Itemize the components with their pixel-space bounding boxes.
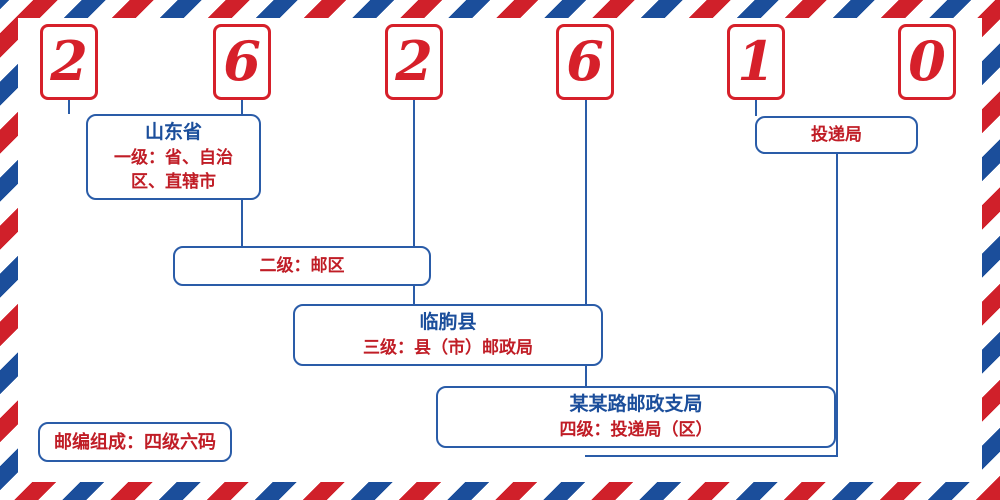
- annotation-level2-sub: 二级：邮区: [259, 256, 345, 275]
- postcode-diagram: 2 6 2 6 1 0: [18, 18, 982, 482]
- connector-digit5: [755, 100, 757, 116]
- postcode-digit-1-value: 2: [50, 28, 88, 93]
- footer-note: 邮编组成：四级六码: [38, 422, 232, 462]
- postcode-digit-3-value: 2: [395, 28, 433, 93]
- annotation-level4: 某某路邮政支局 四级：投递局（区）: [436, 386, 836, 448]
- postcode-digit-6-value: 0: [908, 28, 946, 93]
- postcode-digit-1: 2: [40, 24, 98, 100]
- postcode-digit-5-value: 1: [737, 28, 775, 93]
- annotation-level3-sub: 三级：县（市）邮政局: [363, 338, 533, 357]
- connector-digit1: [68, 100, 70, 114]
- annotation-level1-sub: 一级：省、自治区、直辖市: [114, 148, 233, 191]
- annotation-delivery-office-sub: 投递局: [811, 125, 862, 144]
- annotation-delivery-office: 投递局: [755, 116, 918, 154]
- postcode-digit-4-value: 6: [566, 28, 604, 93]
- annotation-level4-title: 某某路邮政支局: [569, 394, 703, 415]
- postcode-digit-3: 2: [385, 24, 443, 100]
- postcode-digit-6: 0: [898, 24, 956, 100]
- postcode-digit-4: 6: [556, 24, 614, 100]
- annotation-level3-title: 临朐县: [419, 312, 477, 333]
- postcode-digit-2: 6: [213, 24, 271, 100]
- connector-delivery-join: [585, 455, 838, 457]
- connector-digit3: [413, 100, 415, 324]
- connector-digit4: [585, 100, 587, 400]
- postcode-digit-5: 1: [727, 24, 785, 100]
- envelope-inner-paper: 2 6 2 6 1 0: [18, 18, 982, 482]
- annotation-level3: 临朐县 三级：县（市）邮政局: [293, 304, 603, 366]
- annotation-level1-title: 山东省: [144, 122, 202, 143]
- annotation-level1: 山东省 一级：省、自治区、直辖市: [86, 114, 261, 200]
- annotation-level2: 二级：邮区: [173, 246, 431, 286]
- connector-delivery-down: [836, 146, 838, 456]
- annotation-level4-sub: 四级：投递局（区）: [559, 420, 713, 439]
- postcode-digit-2-value: 6: [223, 28, 261, 93]
